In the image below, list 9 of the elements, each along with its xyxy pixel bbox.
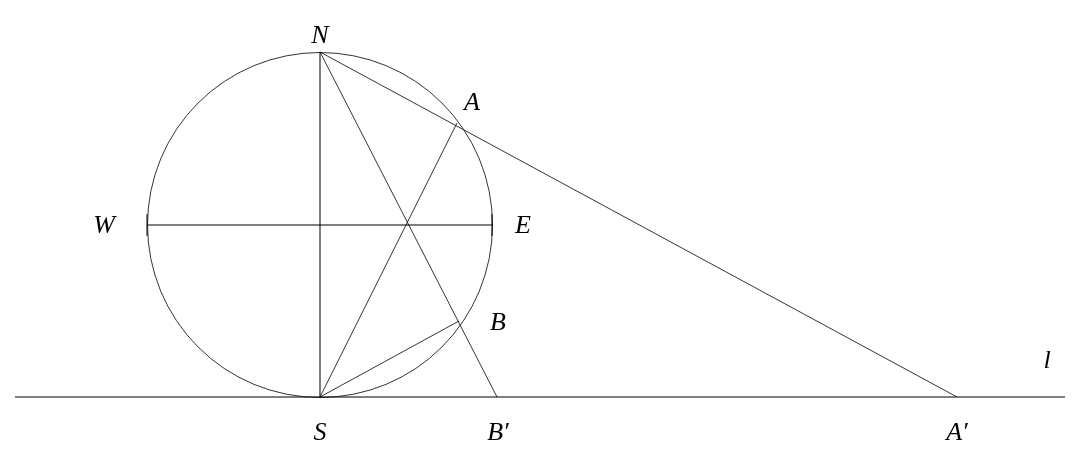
point-label: A xyxy=(464,89,480,115)
point-label: B xyxy=(490,309,506,335)
point-label: S xyxy=(313,419,327,445)
point-label: N xyxy=(311,22,329,48)
point-label: B′ xyxy=(487,419,509,445)
point-label: E xyxy=(515,212,531,238)
point-label: W xyxy=(93,212,115,238)
point-label: l xyxy=(1043,347,1051,373)
point-label: A′ xyxy=(946,419,968,445)
